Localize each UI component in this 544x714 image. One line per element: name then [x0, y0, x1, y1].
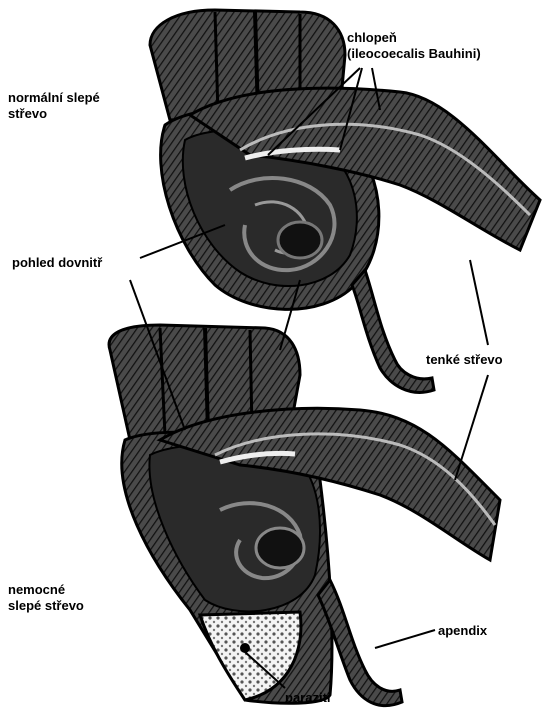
leader-small-a — [470, 260, 488, 345]
leader-appendix — [375, 630, 435, 648]
normal-cecum-label-line1: normální slepé — [8, 90, 100, 106]
valve-label-line2: (ileocoecalis Bauhini) — [347, 46, 481, 62]
appendix-label: apendix — [438, 623, 487, 639]
normal-cecum-label-line2: střevo — [8, 106, 47, 122]
valve-label-line1: chlopeň — [347, 30, 397, 46]
inside-view-label: pohled dovnitř — [12, 255, 102, 271]
small-intestine-label: tenké střevo — [426, 352, 503, 368]
normal-appendix — [352, 270, 434, 392]
diseased-cecum-label-line1: nemocné — [8, 582, 65, 598]
parasites-label: paraziti — [285, 690, 331, 706]
diseased-cecum-label-line2: slepé střevo — [8, 598, 84, 614]
leader-small-b — [455, 375, 488, 480]
